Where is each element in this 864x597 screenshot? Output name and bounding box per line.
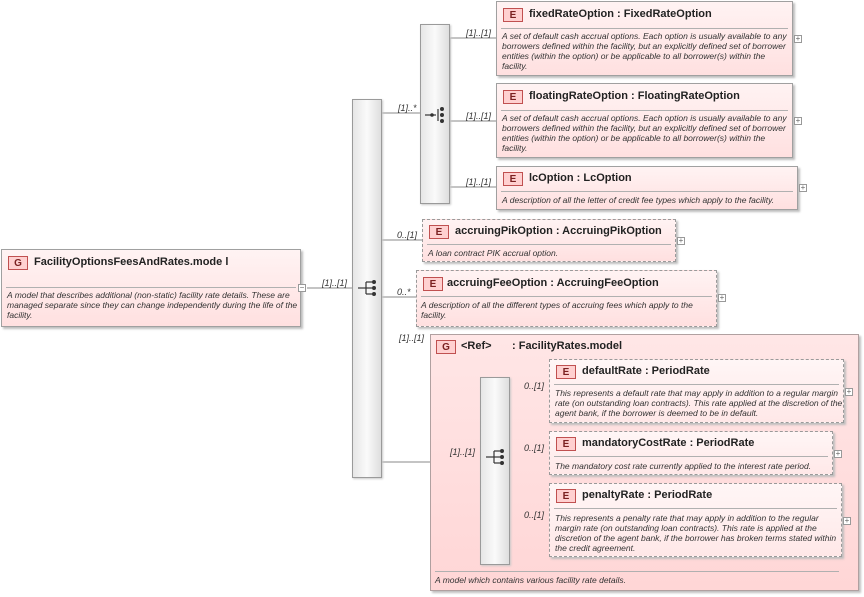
divider (501, 110, 788, 111)
sequence-compositor[interactable] (352, 99, 382, 478)
element-badge: E (503, 8, 523, 22)
element-badge: E (423, 277, 443, 291)
element-title: fixedRateOption : FixedRateOption (529, 8, 712, 20)
ref-group-title: : FacilityRates.model (512, 340, 623, 352)
cardinality-label: 0..[1] (524, 381, 545, 391)
expand-toggle[interactable]: + (845, 387, 853, 396)
cardinality-label: [1]..* (398, 103, 417, 113)
element-title: penaltyRate : PeriodRate (582, 489, 713, 501)
cardinality-label: 0..[1] (524, 443, 545, 453)
element-penalty-rate[interactable]: E penaltyRate : PeriodRate This represen… (549, 483, 842, 557)
divider (435, 571, 839, 572)
element-badge: E (556, 437, 576, 451)
element-accruing-fee-option[interactable]: E accruingFeeOption : AccruingFeeOption … (416, 270, 717, 327)
element-lc-option[interactable]: E lcOption : LcOption A description of a… (496, 166, 798, 210)
group-badge: G (436, 340, 456, 354)
root-description: A model that describes additional (non-s… (7, 290, 298, 320)
choice-compositor[interactable] (420, 24, 450, 204)
ref-group-description: A model which contains various facility … (435, 575, 627, 585)
cardinality-label: [1]..[1] (466, 177, 492, 187)
divider (501, 28, 788, 29)
element-badge: E (503, 172, 523, 186)
element-description: A description of all the letter of credi… (502, 195, 775, 205)
element-title: accruingPikOption : AccruingPikOption (455, 225, 662, 237)
cardinality-label: 0..[1] (397, 230, 418, 240)
element-badge: E (556, 365, 576, 379)
element-description: The mandatory cost rate currently applie… (555, 461, 812, 471)
cardinality-label: 0..[1] (524, 510, 545, 520)
element-badge: E (556, 489, 576, 503)
cardinality-label: [1]..[1] (450, 447, 476, 457)
element-floating-rate-option[interactable]: E floatingRateOption : FloatingRateOptio… (496, 83, 793, 158)
element-badge: E (429, 225, 449, 239)
divider (501, 191, 793, 192)
expand-toggle[interactable]: + (799, 183, 807, 192)
element-description: This represents a default rate that may … (555, 388, 843, 418)
element-description: This represents a penalty rate that may … (555, 513, 837, 553)
expand-toggle[interactable]: + (677, 236, 685, 245)
element-title: floatingRateOption : FloatingRateOption (529, 90, 740, 102)
collapse-toggle[interactable]: − (298, 283, 306, 292)
expand-toggle[interactable]: + (843, 516, 851, 525)
cardinality-label: [1]..[1] (399, 333, 425, 343)
root-group-box[interactable]: G FacilityOptionsFeesAndRates.mode l A m… (1, 249, 301, 327)
root-title: FacilityOptionsFeesAndRates.mode l (34, 256, 229, 268)
divider (421, 296, 712, 297)
expand-toggle[interactable]: + (794, 116, 802, 125)
element-accruing-pik-option[interactable]: E accruingPikOption : AccruingPikOption … (422, 219, 676, 262)
element-description: A set of default cash accrual options. E… (502, 113, 787, 153)
element-description: A set of default cash accrual options. E… (502, 31, 787, 71)
cardinality-label: [1]..[1] (322, 278, 348, 288)
expand-toggle[interactable]: + (834, 449, 842, 458)
element-title: lcOption : LcOption (529, 172, 632, 184)
sequence-icon (358, 280, 376, 296)
cardinality-label: [1]..[1] (466, 28, 492, 38)
element-description: A loan contract PIK accrual option. (428, 248, 559, 258)
divider (427, 244, 671, 245)
element-title: accruingFeeOption : AccruingFeeOption (447, 277, 659, 289)
ref-label: <Ref> (461, 340, 492, 352)
element-title: mandatoryCostRate : PeriodRate (582, 437, 755, 449)
sequence-compositor-inner[interactable] (480, 377, 510, 565)
element-mandatory-cost-rate[interactable]: E mandatoryCostRate : PeriodRate The man… (549, 431, 833, 475)
expand-toggle[interactable]: + (718, 293, 726, 302)
element-default-rate[interactable]: E defaultRate : PeriodRate This represen… (549, 359, 844, 423)
element-title: defaultRate : PeriodRate (582, 365, 710, 377)
element-badge: E (503, 90, 523, 104)
sequence-icon (486, 449, 504, 465)
divider (554, 508, 837, 509)
divider (6, 287, 296, 288)
group-badge: G (8, 256, 28, 270)
element-description: A description of all the different types… (421, 300, 693, 320)
expand-toggle[interactable]: + (794, 34, 802, 43)
cardinality-label: 0..* (397, 287, 411, 297)
element-fixed-rate-option[interactable]: E fixedRateOption : FixedRateOption A se… (496, 1, 793, 76)
cardinality-label: [1]..[1] (466, 111, 492, 121)
divider (554, 384, 839, 385)
divider (554, 456, 828, 457)
choice-icon (425, 107, 444, 123)
